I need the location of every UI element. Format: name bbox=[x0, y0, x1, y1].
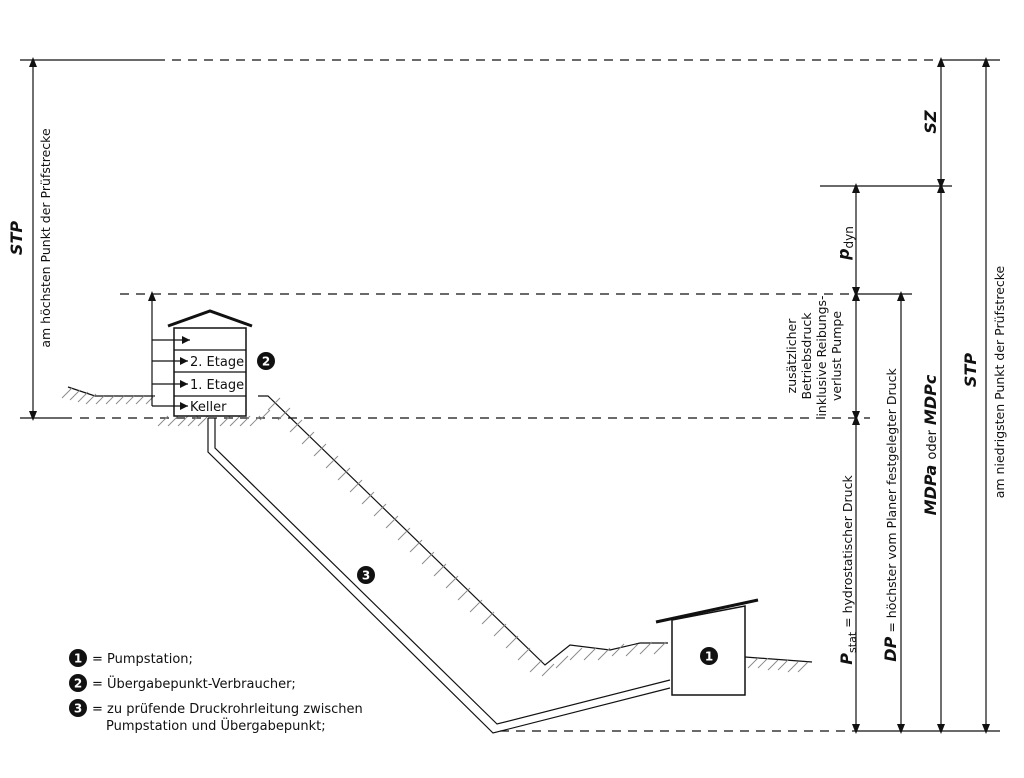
terrain-right bbox=[744, 656, 813, 663]
legend-item-1: = Pumpstation; bbox=[92, 652, 193, 667]
extra-pressure-line-1: zusätzlicher bbox=[784, 318, 799, 394]
pipeline bbox=[207, 418, 671, 734]
pstat-sub: stat bbox=[846, 631, 859, 653]
building: 2. Etage 1. Etage Keller bbox=[148, 291, 253, 417]
svg-text:3: 3 bbox=[74, 702, 82, 716]
terrain-left-top bbox=[67, 386, 155, 397]
extra-pressure-line-4: verlust Pumpe bbox=[829, 311, 844, 401]
stp-right-desc: am niedrigsten Punkt der Prüfstrecke bbox=[992, 265, 1007, 498]
pump-body bbox=[671, 605, 746, 696]
pipe-inner bbox=[214, 418, 671, 725]
dp-label: DP bbox=[881, 636, 900, 661]
mdpa-label: MDPa bbox=[921, 465, 940, 516]
markers: 1 2 3 bbox=[257, 352, 718, 665]
mdp-oder: oder bbox=[925, 429, 940, 459]
marker-3-icon bbox=[357, 566, 375, 584]
floor-2-label: 2. Etage bbox=[190, 355, 244, 370]
mdpc-label: MDPc bbox=[921, 374, 940, 425]
dimension-arrows bbox=[29, 57, 990, 734]
pstat-label: P bbox=[837, 653, 856, 665]
legend-item-3-line-1: = zu prüfende Druckrohrleitung zwischen bbox=[92, 702, 363, 717]
pstat-desc: = hydrostatischer Druck bbox=[840, 475, 855, 628]
stp-left-label: STP bbox=[7, 221, 26, 255]
labels: STP am höchsten Punkt der Prüfstrecke SZ… bbox=[7, 110, 1007, 665]
svg-text:MDPaoderMDPc: MDPa oder MDPc bbox=[921, 374, 940, 515]
floor-1-label: 1. Etage bbox=[190, 378, 244, 393]
marker-2-icon bbox=[257, 352, 275, 370]
terrain-hatching bbox=[61, 387, 809, 677]
terrain-slope bbox=[258, 395, 668, 666]
legend-marker-2-icon bbox=[69, 674, 87, 692]
svg-text:pdyn: pdyn bbox=[834, 226, 856, 261]
legend-item-2: = Übergabepunkt-Verbraucher; bbox=[92, 675, 296, 692]
svg-text:Pstat= hydrostatischer Druck: Pstat = hydrostatischer Druck bbox=[837, 475, 859, 665]
pump-station bbox=[655, 598, 759, 696]
pump-roof bbox=[655, 598, 759, 624]
sz-label: SZ bbox=[921, 110, 940, 134]
pdyn-label: p bbox=[834, 248, 853, 260]
legend-marker-3-icon bbox=[69, 699, 87, 717]
floor-keller-label: Keller bbox=[190, 400, 227, 415]
reference-lines bbox=[20, 59, 1000, 732]
legend: 1 = Pumpstation; 2 = Übergabepunkt-Verbr… bbox=[69, 649, 363, 734]
building-roof bbox=[167, 309, 253, 328]
pipe-outer bbox=[207, 418, 671, 734]
legend-item-3-line-2: Pumpstation und Übergabepunkt; bbox=[106, 717, 326, 734]
stp-left-desc: am höchsten Punkt der Prüfstrecke bbox=[38, 128, 53, 348]
svg-text:1: 1 bbox=[705, 650, 713, 664]
svg-text:3: 3 bbox=[362, 569, 370, 583]
extra-pressure-line-3: inklusive Reibungs- bbox=[814, 295, 829, 416]
svg-text:2: 2 bbox=[262, 355, 270, 369]
legend-marker-1-icon bbox=[69, 649, 87, 667]
svg-text:1: 1 bbox=[74, 652, 82, 666]
dp-desc: = höchster vom Planer festgelegter Druck bbox=[884, 368, 899, 633]
svg-text:DP= höchster vom Planer festge: DP = höchster vom Planer festgelegter Dru… bbox=[881, 368, 900, 662]
stp-right-label: STP bbox=[961, 353, 980, 387]
svg-text:2: 2 bbox=[74, 677, 82, 691]
marker-1-icon bbox=[700, 647, 718, 665]
pdyn-sub: dyn bbox=[842, 226, 856, 248]
terrain bbox=[61, 386, 813, 677]
extra-pressure-line-2: Betriebsdruck bbox=[799, 312, 814, 400]
